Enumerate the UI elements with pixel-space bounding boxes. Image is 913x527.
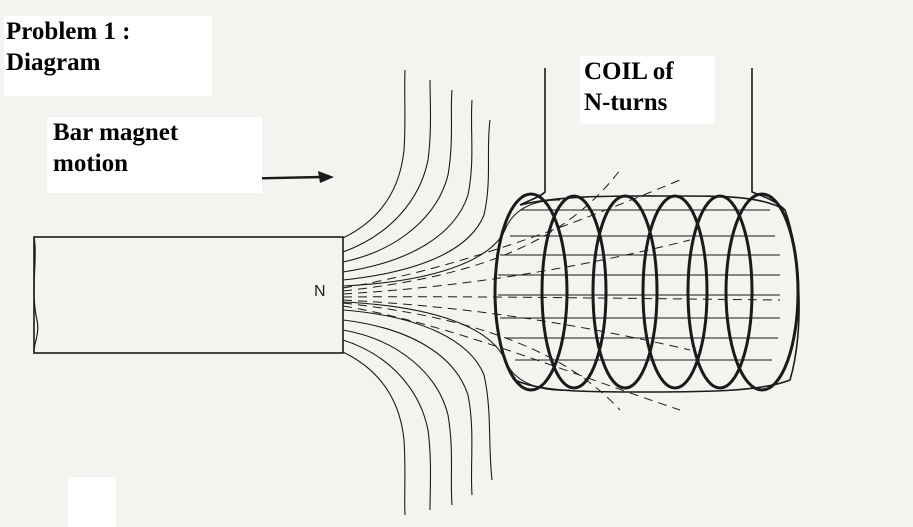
- blank-patch: [68, 477, 116, 527]
- coil-label-line-2: N-turns: [584, 89, 668, 116]
- coil-label-line-1: COIL of: [584, 58, 674, 85]
- coil-label: COIL of N-turns: [580, 56, 715, 124]
- coil-turns: [493, 192, 800, 392]
- coil-outline: [514, 195, 800, 393]
- magnet-north-pole-label: N: [314, 283, 326, 300]
- motion-label: Bar magnet motion: [47, 117, 262, 193]
- field-lines-upper: [342, 69, 561, 287]
- title-line-1: Problem 1 :: [6, 18, 131, 45]
- motion-label-line-1: Bar magnet: [53, 119, 179, 146]
- title-label: Problem 1 : Diagram: [4, 16, 212, 96]
- title-line-2: Diagram: [6, 49, 101, 76]
- coil-axial-lines: [498, 209, 780, 361]
- bar-magnet: [33, 236, 344, 354]
- field-lines-dashed: [342, 169, 781, 411]
- field-lines-lower: [342, 301, 571, 516]
- motion-label-line-2: motion: [53, 150, 128, 177]
